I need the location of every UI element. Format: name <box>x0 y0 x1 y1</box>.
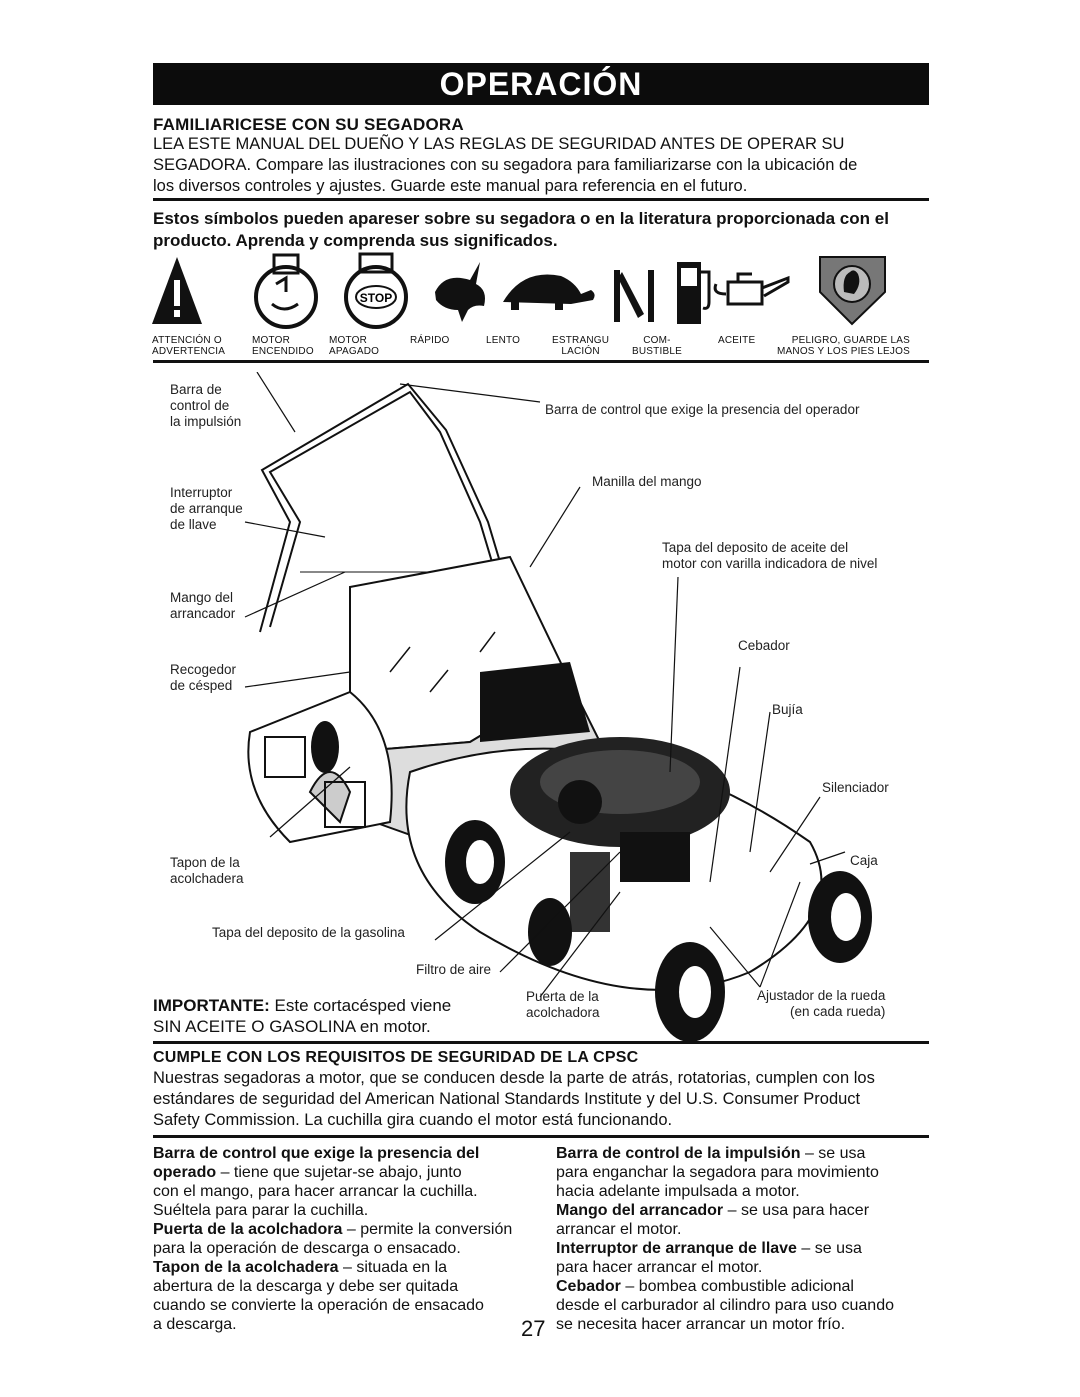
definition-line: abertura de la descarga y debe ser quita… <box>153 1278 459 1295</box>
intro-line: SEGADORA. Compare las ilustraciones con … <box>153 156 858 174</box>
definition-line: Suéltela para parar la cuchilla. <box>153 1202 369 1219</box>
symbols-intro-line: Estos símbolos pueden apareser sobre su … <box>153 209 889 228</box>
callout-primer: Cebador <box>738 638 790 653</box>
intro-paragraph: LEA ESTE MANUAL DEL DUEÑO Y LAS REGLAS D… <box>153 134 857 197</box>
definition-line: a descarga. <box>153 1316 237 1333</box>
engine-stop-icon: STOP <box>344 252 408 329</box>
definition-line: hacia adelante impulsada a motor. <box>556 1183 800 1200</box>
symbols-row: STOP <box>152 252 886 329</box>
definition-line: cuando se convierte la operación de ensa… <box>153 1297 484 1314</box>
callout-air-filter: Filtro de aire <box>416 962 492 977</box>
definitions-right: Barra de control de la impulsión – se us… <box>556 1144 936 1334</box>
definition-line: Tapon de la acolchadera – situada en la <box>153 1259 448 1276</box>
symbol-label: COM-BUSTIBLE <box>632 335 682 357</box>
leader-lines <box>244 372 846 998</box>
choke-icon <box>614 270 654 322</box>
intro-line: LEA ESTE MANUAL DEL DUEÑO Y LAS REGLAS D… <box>153 135 845 153</box>
callout-handle-knob: Manilla del mango <box>592 474 702 489</box>
callout-operator-bar: Barra de control que exige la presencia … <box>545 402 860 417</box>
section-banner: OPERACIÓN <box>153 63 929 105</box>
hand-danger-icon <box>819 256 886 326</box>
definition-line: Puerta de la acolchadora – permite la co… <box>153 1221 513 1238</box>
fuel-pump-icon <box>677 262 711 324</box>
callout-fuel-cap: Tapa del deposito de la gasolina <box>212 925 405 940</box>
rabbit-fast-icon <box>435 262 485 322</box>
definition-line: arrancar el motor. <box>556 1221 682 1238</box>
divider <box>153 1135 929 1138</box>
symbol-label: ACEITE <box>718 335 756 346</box>
callout-spark-plug: Bujía <box>772 702 803 717</box>
definition-line: operado – tiene que sujetar-se abajo, ju… <box>153 1164 462 1181</box>
definition-line: se necesita hacer arrancar un motor frío… <box>556 1316 846 1333</box>
definition-line: Cebador – bombea combustible adicional <box>556 1278 854 1295</box>
callout-muffler: Silenciador <box>822 780 889 795</box>
symbols-intro-line: producto. Aprenda y comprenda sus signif… <box>153 231 558 250</box>
definitions-left: Barra de control que exige la presencia … <box>153 1144 518 1334</box>
page-number: 27 <box>521 1316 546 1341</box>
definition-line: para enganchar la segadora para movimien… <box>556 1164 879 1181</box>
divider <box>153 198 929 201</box>
definition-line: Barra de control de la impulsión – se us… <box>556 1145 866 1162</box>
divider <box>153 1041 929 1044</box>
cpsc-heading: CUMPLE CON LOS REQUISITOS DE SEGURIDAD D… <box>153 1049 639 1066</box>
symbol-label: RÁPIDO <box>410 335 450 346</box>
definition-line: Barra de control que exige la presencia … <box>153 1145 480 1162</box>
callout-housing: Caja <box>850 853 878 868</box>
intro-line: los diversos controles y ajustes. Guarde… <box>153 177 748 195</box>
definition-line: con el mango, para hacer arrancar la cuc… <box>153 1183 478 1200</box>
definition-line: Mango del arrancador – se usa para hacer <box>556 1202 870 1219</box>
mower-deck <box>405 737 823 991</box>
symbol-label: LENTO <box>486 335 521 346</box>
definition-line: para la operación de descarga o ensacado… <box>153 1240 461 1257</box>
cpsc-paragraph: Nuestras segadoras a motor, que se condu… <box>153 1069 875 1129</box>
engine-on-icon <box>254 253 318 329</box>
mower-wheels <box>445 820 872 1042</box>
callout-wheel-adjuster: Ajustador de la rueda(en cada rueda) <box>757 988 886 1019</box>
svg-text:STOP: STOP <box>360 291 392 305</box>
turtle-slow-icon <box>503 274 595 310</box>
warning-triangle-icon <box>152 257 202 324</box>
symbols-intro: Estos símbolos pueden apareser sobre su … <box>153 208 889 252</box>
banner-title: OPERACIÓN <box>439 66 643 102</box>
definition-line: Interruptor de arranque de llave – se us… <box>556 1240 862 1257</box>
important-note: IMPORTANTE: Este cortacésped viene SIN A… <box>153 996 452 1036</box>
mower-illustration <box>244 372 872 1042</box>
divider <box>153 360 929 363</box>
oil-can-icon <box>713 272 790 306</box>
definition-line: para hacer arrancar el motor. <box>556 1259 763 1276</box>
mulch-plug-inset <box>247 690 393 844</box>
intro-heading: FAMILIARICESE CON SU SEGADORA <box>153 115 464 134</box>
definition-line: desde el carburador al cilindro para uso… <box>556 1297 894 1314</box>
